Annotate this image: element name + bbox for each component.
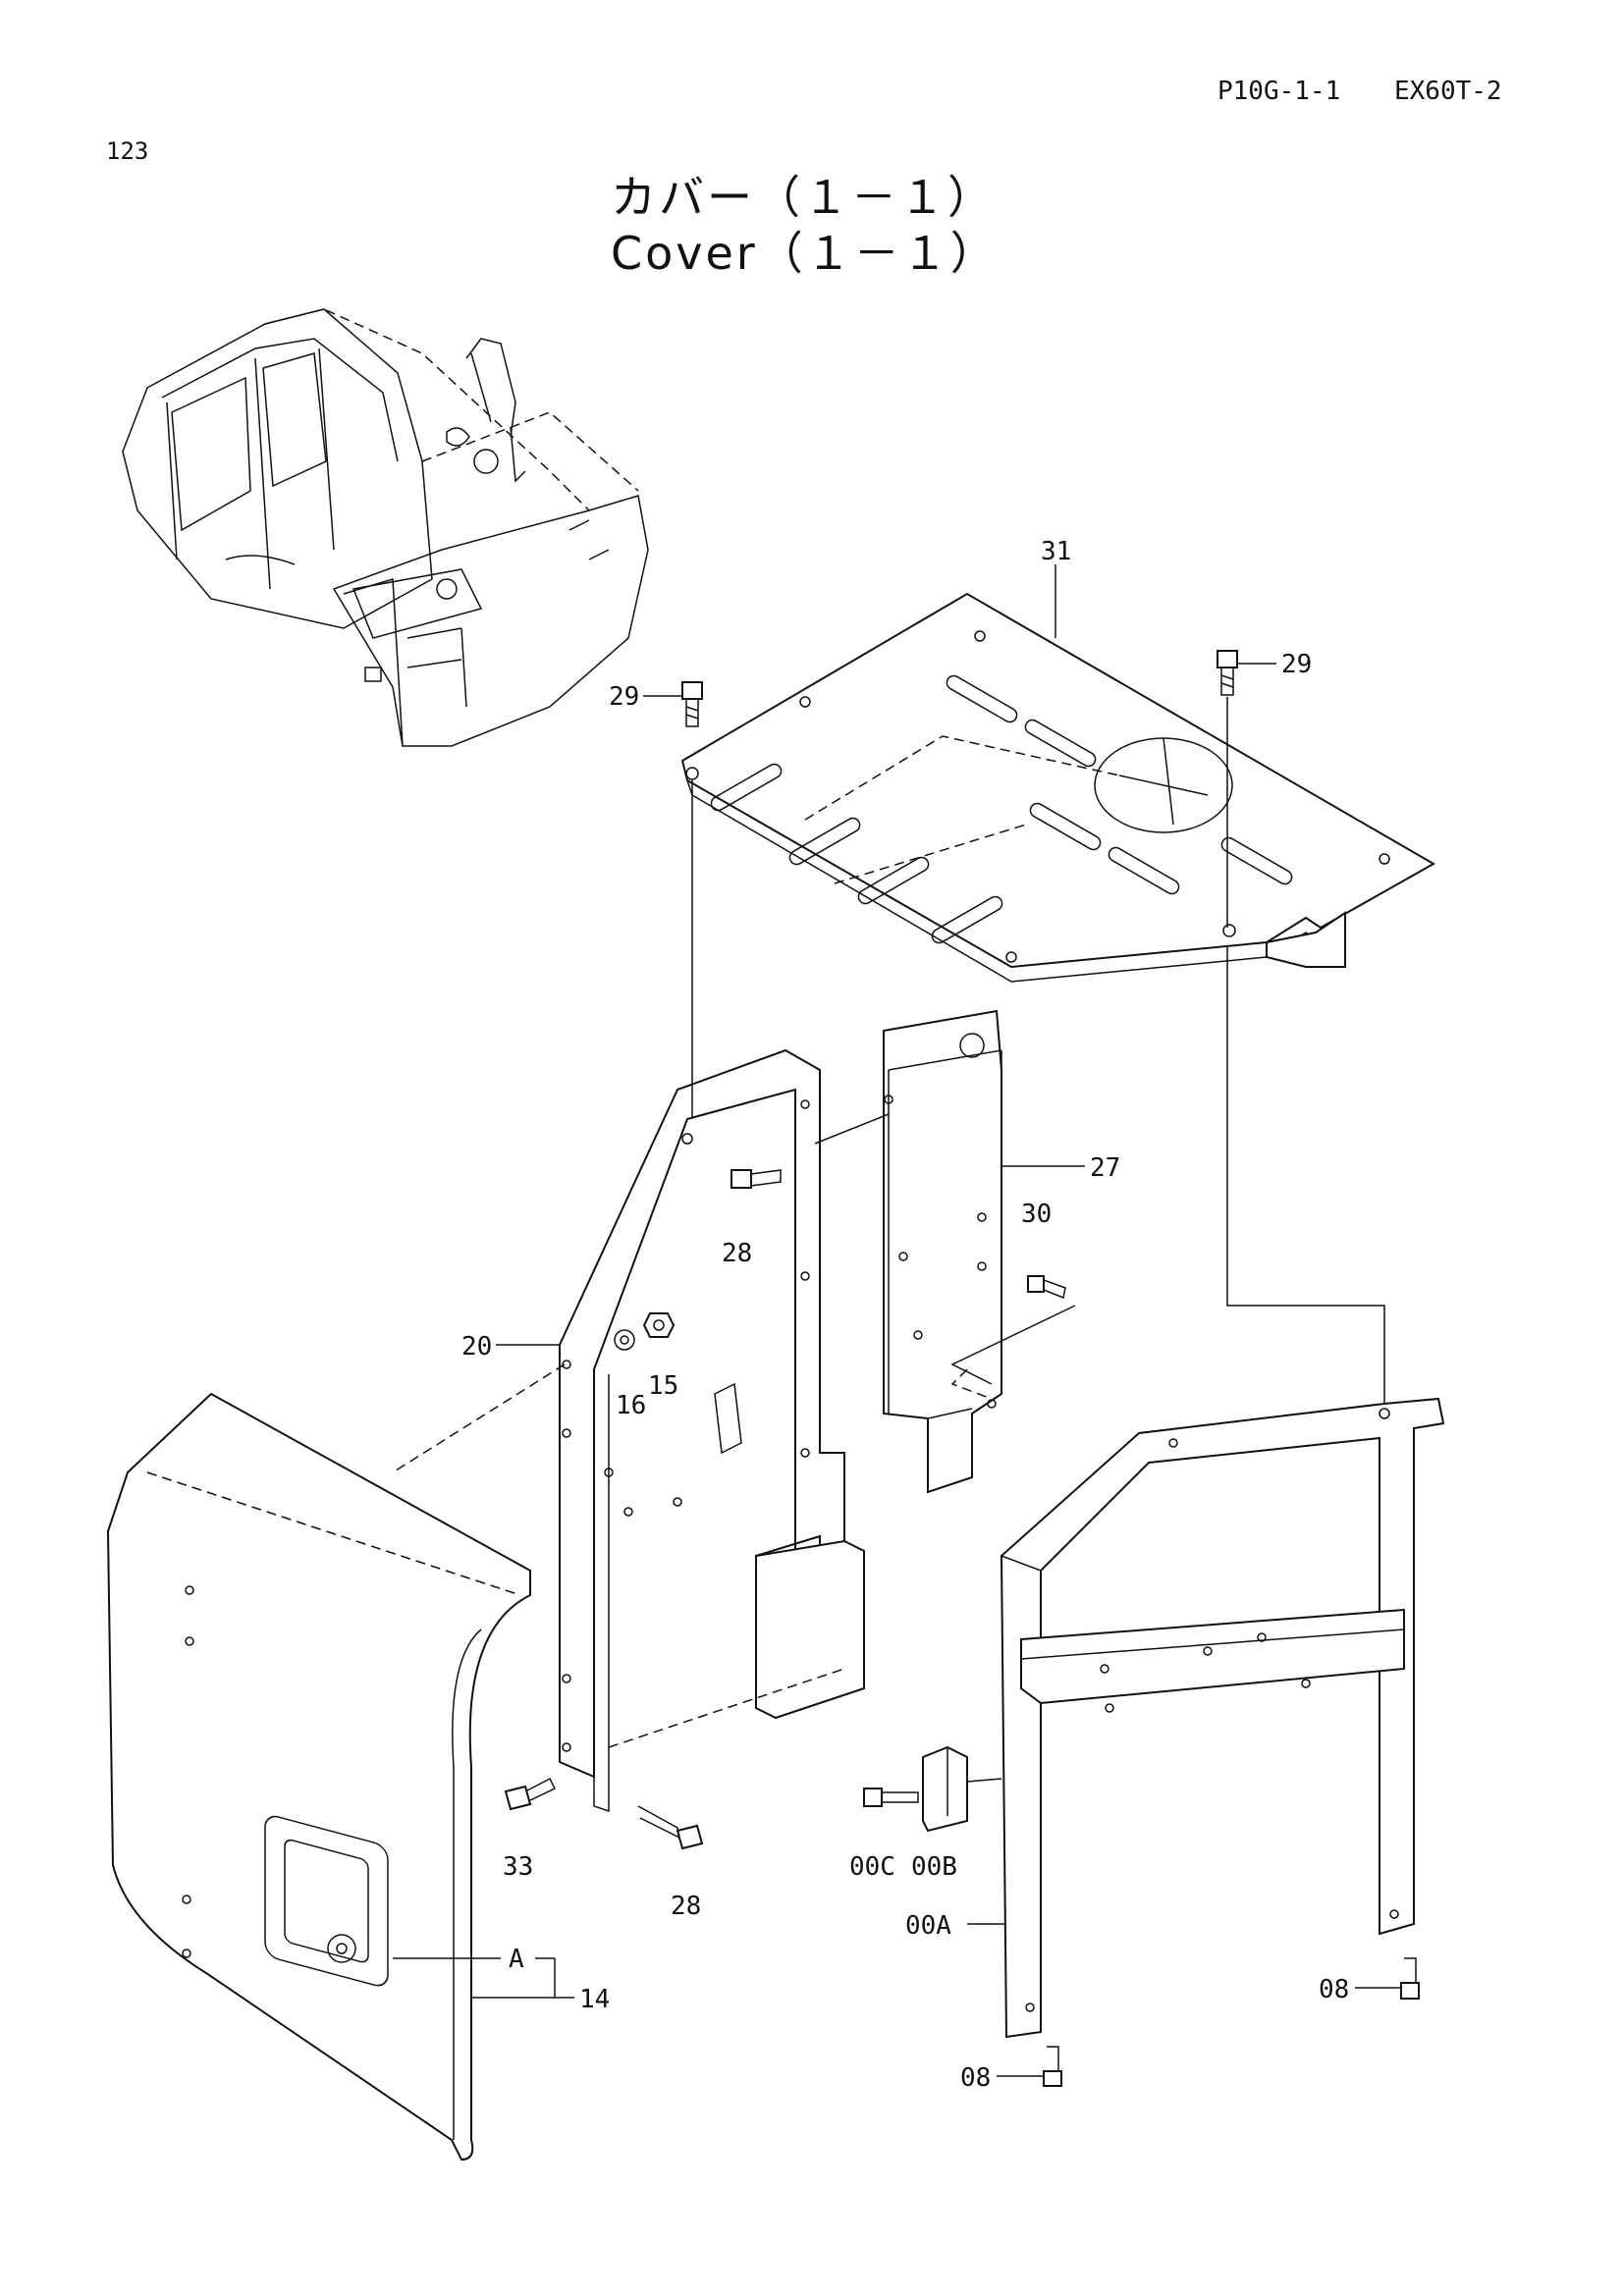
page-number: 123 — [106, 137, 149, 165]
bracket-27 — [883, 1009, 1002, 1494]
bolt-08-left — [1043, 2046, 1062, 2087]
bracket-00b — [922, 1745, 968, 1833]
bolt-29-right — [1217, 650, 1238, 696]
title-english: Cover（１－１） — [611, 227, 999, 280]
callout-29-left: 29 — [609, 682, 639, 712]
bolt-28-upper — [730, 1169, 782, 1189]
bolt-28-lower — [637, 1805, 704, 1850]
bolt-29-left — [681, 681, 703, 727]
callout-00a: 00A — [905, 1911, 951, 1941]
callout-16: 16 — [616, 1391, 646, 1420]
callout-28-lower: 28 — [671, 1892, 701, 1921]
bolt-30 — [1027, 1275, 1066, 1300]
callout-28-upper: 28 — [722, 1239, 752, 1268]
door-panel-14 — [106, 1392, 531, 2162]
assembly-lines — [392, 697, 1385, 1783]
callouts: 31 29 29 27 30 28 20 16 15 33 28 00C 00B… — [393, 537, 1401, 2093]
callout-31: 31 — [1041, 537, 1071, 566]
title-japanese: カバー（１－１） — [611, 171, 996, 224]
callout-30: 30 — [1021, 1200, 1052, 1229]
washer-16 — [614, 1329, 635, 1351]
bolt-00c — [863, 1788, 919, 1807]
bolt-33 — [504, 1777, 557, 1811]
callout-15: 15 — [648, 1371, 678, 1401]
callout-27: 27 — [1090, 1153, 1120, 1183]
callout-08-right: 08 — [1319, 1975, 1349, 2004]
excavator-overview — [122, 308, 649, 747]
callout-20: 20 — [461, 1332, 492, 1362]
rear-frame-00a — [1000, 1397, 1445, 2039]
floor-plate-31 — [680, 592, 1436, 983]
bolt-08-right — [1400, 1957, 1420, 2000]
callout-a: A — [509, 1945, 524, 1974]
page-code: P10G-1-1 — [1217, 77, 1341, 106]
side-frame-20 — [559, 1048, 865, 1813]
callout-14: 14 — [579, 1985, 610, 2014]
nut-15 — [642, 1312, 676, 1338]
model-code: EX60T-2 — [1394, 77, 1502, 106]
callout-00c: 00C — [849, 1852, 895, 1882]
callout-08-left: 08 — [960, 2063, 991, 2093]
callout-33: 33 — [503, 1852, 533, 1882]
callout-29-right: 29 — [1281, 650, 1312, 679]
callout-00b: 00B — [911, 1852, 957, 1882]
